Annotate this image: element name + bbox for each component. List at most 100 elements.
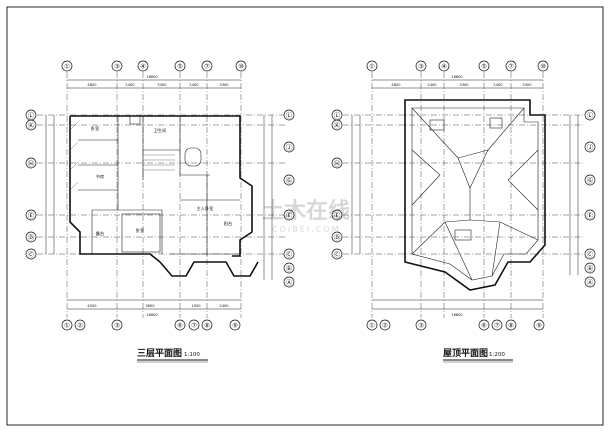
axis-label: Ⓔ [28,211,35,219]
axis-bubble-right: Ⓛ [584,109,596,121]
dimension-lines-left: 16800 4800 2400 3300 2400 3300 16800 450… [45,75,273,317]
axis-label: ⑦ [204,62,210,70]
axis-bubble-top: ⑩ [235,60,247,72]
axis-label: Ⓓ [334,233,341,241]
axis-bubble-right: Ⓔ [283,209,295,221]
axis-bubble-left: Ⓚ [25,119,37,131]
watermark-subtext: COIBEI.COM [272,225,340,234]
axis-grid-right [343,72,585,318]
axis-label: Ⓗ [28,159,35,167]
axis-bubble-right: Ⓙ [283,141,295,153]
axis-bubble-right: Ⓒ [584,248,596,260]
svg-text:2400: 2400 [427,83,437,87]
axis-bubble-right: Ⓑ [283,262,295,274]
axis-bubble-top: ① [366,60,378,72]
axis-bubble-bottom: ⑦ [188,319,200,331]
axis-bubble-left: Ⓚ [331,119,343,131]
svg-text:书房: 书房 [96,173,104,180]
axis-bubble-top: ④ [438,60,450,72]
axis-bubble-bottom: ② [74,319,86,331]
watermark-logo: 土木在线 COIBEI.COM [262,198,350,234]
svg-text:16800: 16800 [146,313,158,317]
axis-bubble-top: ⑤ [174,60,186,72]
svg-text:3300: 3300 [219,83,229,87]
svg-text:2400: 2400 [125,83,135,87]
axis-label: Ⓛ [334,111,341,119]
axis-label: Ⓒ [286,250,293,258]
axis-bubble-top: ⑤ [478,60,490,72]
axis-label: ⑦ [494,321,500,329]
axis-label: ① [64,321,70,329]
svg-text:露台: 露台 [96,230,104,237]
svg-text:2400: 2400 [493,83,503,87]
plan-title-group-left: 三层平面图 1:100 [137,348,208,363]
axis-label: Ⓔ [587,211,594,219]
svg-text:主人卧室: 主人卧室 [197,205,214,212]
room-labels-left: 卧室 卫生间 书房 主人卧室 卧室 阳台 露台 [91,125,232,237]
axis-label: Ⓔ [334,211,341,219]
axis-label: ② [382,321,388,329]
axis-label: ③ [114,62,120,70]
svg-text:4500: 4500 [87,304,97,308]
axis-label: Ⓛ [286,111,293,119]
axis-label: Ⓖ [587,176,594,184]
axis-grid-left [37,72,285,318]
axis-label: Ⓒ [334,250,341,258]
axis-bubble-left: Ⓔ [25,209,37,221]
svg-text:3300: 3300 [157,83,167,87]
axis-bubble-bottom: ⑦ [491,319,503,331]
axis-label: ① [64,62,70,70]
axis-bubble-left: Ⓒ [25,248,37,260]
axis-bubble-right: Ⓐ [283,276,295,288]
axis-label: ③ [114,321,120,329]
roof-outline [404,99,546,291]
svg-text:16800: 16800 [451,313,463,317]
svg-text:4800: 4800 [87,83,97,87]
axis-label: ④ [140,62,146,70]
axis-bubble-top: ③ [111,60,123,72]
axis-label: ⑥ [177,321,183,329]
axis-bubble-bottom: ③ [415,319,427,331]
svg-text:3300: 3300 [522,83,532,87]
axis-label: ⑩ [238,62,244,70]
axis-bubble-left: Ⓗ [25,157,37,169]
axis-label: Ⓑ [587,264,594,272]
axis-label: ⑤ [481,62,487,70]
axis-label: ⑧ [204,321,210,329]
axis-bubble-bottom: ① [61,319,73,331]
axis-bubble-left: Ⓛ [25,109,37,121]
axis-label: ⑥ [481,321,487,329]
axis-bubble-bottom: ⑧ [505,319,517,331]
axis-label: Ⓑ [286,264,293,272]
axis-bubble-bottom: ⑨ [533,319,545,331]
axis-bubble-right: Ⓔ [584,209,596,221]
axis-label: Ⓙ [286,143,293,151]
plan-title: 三层平面图 [137,348,182,359]
axis-label: Ⓚ [334,121,341,129]
axis-label: ⑨ [232,321,238,329]
axis-label: ③ [418,62,424,70]
axis-label: ⑧ [508,321,514,329]
axis-label: Ⓚ [28,121,35,129]
axis-label: ⑩ [540,62,546,70]
floor-walls-left [69,115,259,277]
svg-text:卫生间: 卫生间 [154,127,167,134]
axis-bubble-left: Ⓛ [331,109,343,121]
svg-text:1500: 1500 [191,304,201,308]
svg-text:卧室: 卧室 [136,227,144,234]
axis-bubble-bottom: ③ [111,319,123,331]
axis-bubble-top: ⑦ [505,60,517,72]
plan-title: 屋顶平面图 [443,348,488,359]
axis-bubble-top: ① [61,60,73,72]
axis-bubble-top: ⑦ [201,60,213,72]
axis-label: Ⓛ [28,111,35,119]
sheet-border [6,6,604,426]
svg-text:16800: 16800 [451,75,463,79]
axis-label: ⑦ [508,62,514,70]
axis-bubble-top: ⑩ [537,60,549,72]
svg-text:2400: 2400 [189,83,199,87]
svg-text:16800: 16800 [146,75,158,79]
axis-bubble-bottom: ⑧ [201,319,213,331]
